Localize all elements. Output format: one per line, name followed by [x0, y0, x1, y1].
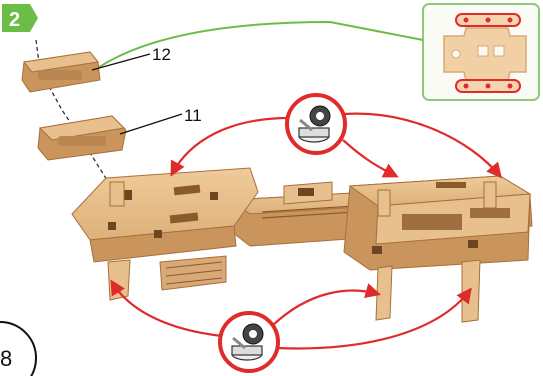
base-assembly — [71, 167, 533, 323]
part-12 — [21, 51, 101, 93]
next-step-marker: 8 — [0, 321, 37, 376]
glue-arrow-to-right-leg — [275, 287, 472, 350]
glue-arrow-to-left-platform — [170, 116, 290, 177]
step-number: 2 — [9, 9, 20, 31]
inset-link-line — [91, 20, 424, 73]
next-step-number: 8 — [0, 346, 12, 371]
callout-leader-12 — [91, 53, 151, 71]
right-leg — [461, 259, 481, 323]
glue-arrows — [110, 112, 502, 350]
glue-pot-icon — [285, 93, 347, 155]
step-badge: 2 — [2, 4, 38, 32]
center-leg — [375, 265, 393, 321]
callout-leader-11 — [119, 113, 183, 135]
left-leg — [107, 259, 131, 301]
callout-label-12: 12 — [152, 45, 171, 64]
inset-detail-box — [422, 3, 540, 101]
glue-arrow-to-center-leg — [271, 283, 381, 327]
glue-pot-icon-bottom — [218, 311, 280, 373]
glue-arrow-to-left-leg — [110, 279, 223, 338]
step-badge-icon — [2, 4, 38, 32]
glue-arrow-to-right-end — [343, 112, 502, 179]
callout-label-11: 11 — [184, 106, 202, 125]
part-11 — [37, 115, 127, 161]
glue-arrow-to-right-box — [342, 139, 399, 178]
